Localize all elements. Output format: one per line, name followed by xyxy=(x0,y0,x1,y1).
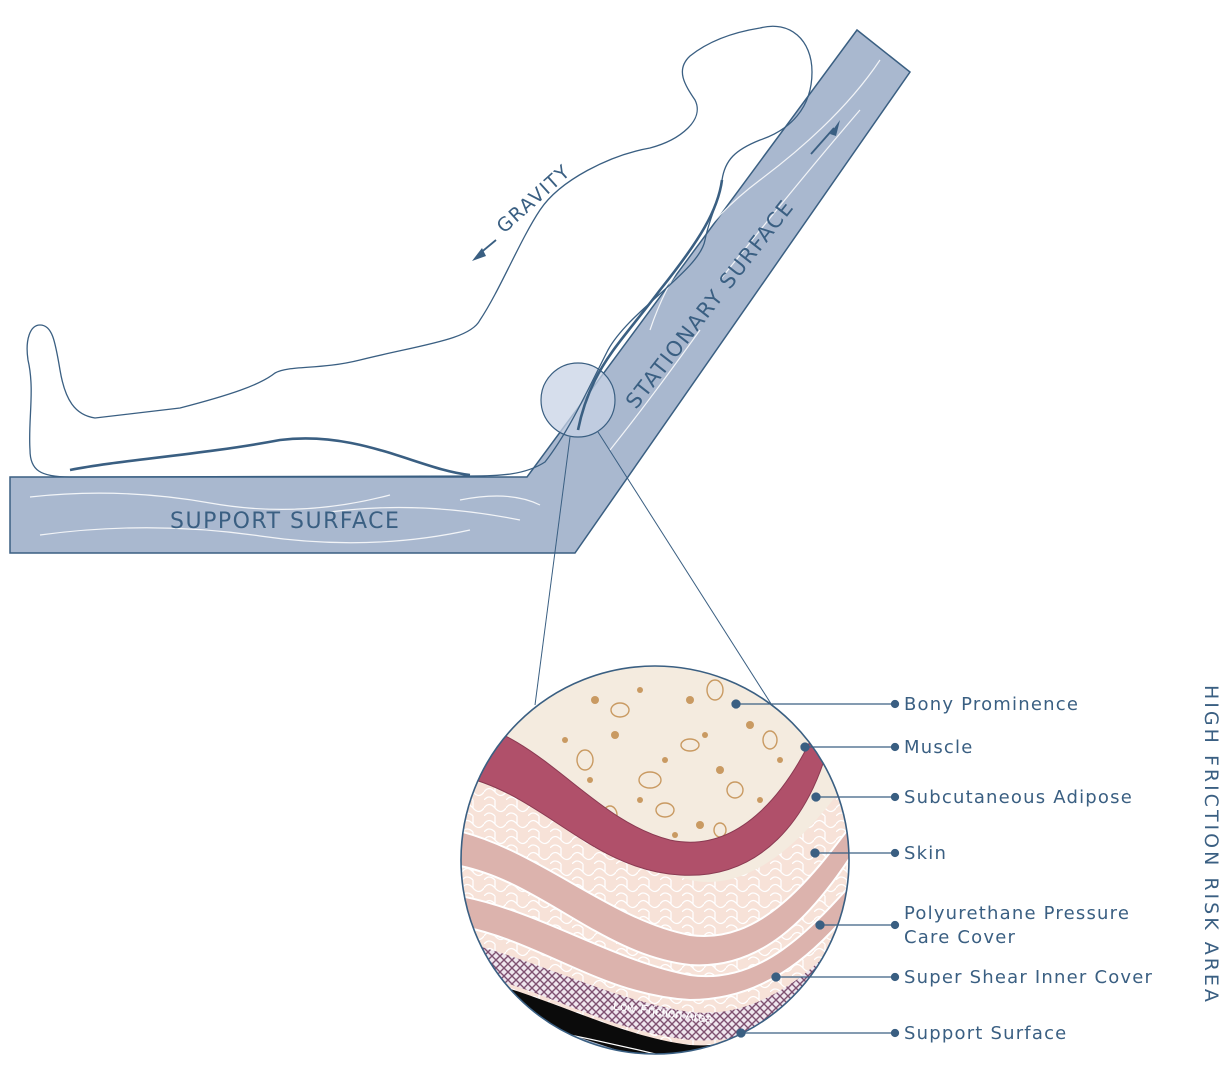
label-super-shear-inner-cover: Super Shear Inner Cover xyxy=(904,967,1153,988)
gravity-label: GRAVITY xyxy=(493,160,576,237)
label-polyurethane-cover-line2: Care Cover xyxy=(904,927,1016,948)
label-muscle: Muscle xyxy=(904,737,974,758)
support-surface-label: SUPPORT SURFACE xyxy=(170,509,400,534)
label-skin: Skin xyxy=(904,843,947,864)
surface-texture xyxy=(30,60,880,543)
label-bony-prominence: Bony Prominence xyxy=(904,694,1079,715)
label-subcutaneous-adipose: Subcutaneous Adipose xyxy=(904,787,1133,808)
high-friction-risk-label: HIGH FRICTION RISK AREA xyxy=(1200,685,1222,1005)
label-polyurethane-cover: Polyurethane Pressure xyxy=(904,903,1130,924)
label-support-surface: Support Surface xyxy=(904,1023,1067,1044)
